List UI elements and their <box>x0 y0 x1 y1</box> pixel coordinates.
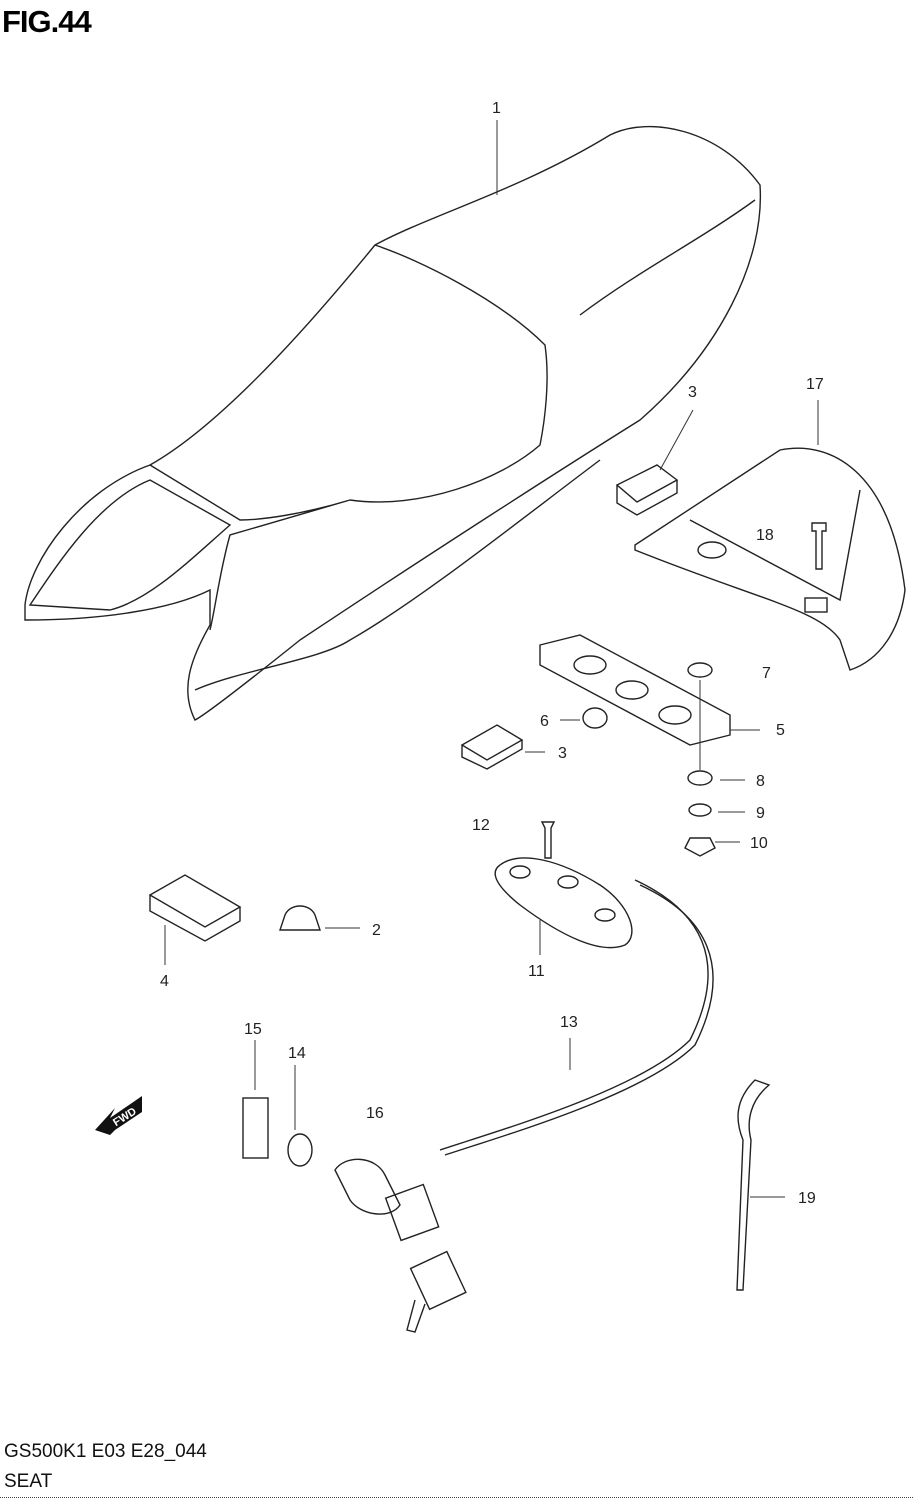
seat-drawing <box>24 120 762 721</box>
callout-5: 5 <box>776 722 785 739</box>
callout-12: 12 <box>472 817 490 834</box>
callout-8: 8 <box>756 773 765 790</box>
lock-bracket-drawing <box>148 821 714 1156</box>
callout-9: 9 <box>756 805 765 822</box>
callout-4: 4 <box>160 973 169 990</box>
diagram-code: GS500K1 E03 E28_044 <box>4 1441 207 1462</box>
plate-drawing <box>460 634 760 857</box>
callout-labels: 1 2 3 3 4 5 6 7 8 9 10 11 12 13 14 15 16… <box>160 100 824 1207</box>
callout-15: 15 <box>244 1021 262 1038</box>
callout-3b: 3 <box>558 745 567 762</box>
callout-1: 1 <box>492 100 501 117</box>
callout-2: 2 <box>372 922 381 939</box>
callout-18: 18 <box>756 527 774 544</box>
lock-set-drawing <box>242 1040 785 1333</box>
tail-box-drawing <box>615 400 906 671</box>
callout-16: 16 <box>366 1105 384 1122</box>
fwd-arrow-icon: FWD <box>95 1096 142 1135</box>
callout-13: 13 <box>560 1014 578 1031</box>
diagram-caption: SEAT <box>4 1471 53 1492</box>
figure-title: FIG.44 <box>2 4 92 39</box>
callout-11: 11 <box>528 963 545 980</box>
callout-19: 19 <box>798 1190 816 1207</box>
callout-7: 7 <box>762 665 771 682</box>
bottom-border <box>0 1497 913 1498</box>
callout-17: 17 <box>806 376 824 393</box>
callout-6: 6 <box>540 713 549 730</box>
callout-10: 10 <box>750 835 768 852</box>
callout-14: 14 <box>288 1045 306 1062</box>
callout-3: 3 <box>688 384 697 401</box>
